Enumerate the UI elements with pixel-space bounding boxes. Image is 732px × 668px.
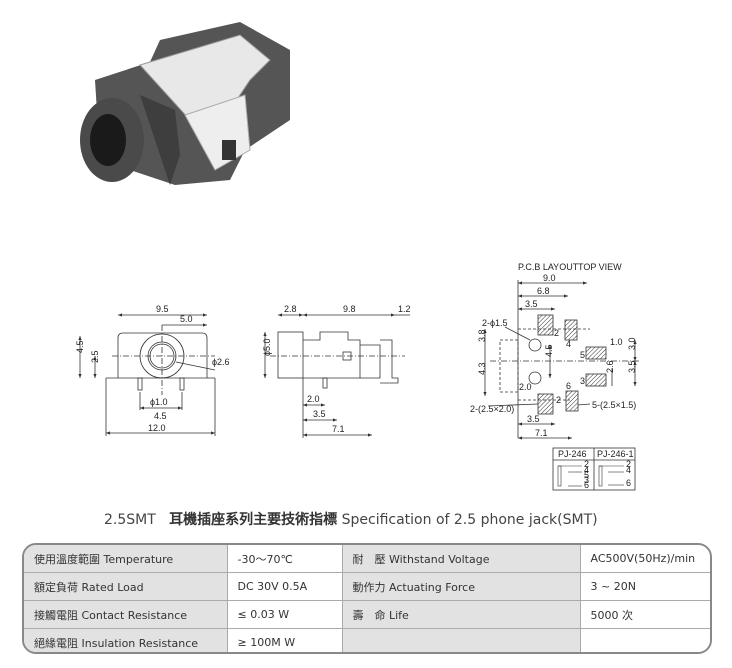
svg-text:5-(2.5×1.5): 5-(2.5×1.5): [592, 400, 636, 410]
svg-text:PJ-246: PJ-246: [558, 449, 587, 459]
table-row: 絕緣電阻 Insulation Resistance≥ 100M W: [24, 628, 710, 652]
svg-text:3: 3: [580, 376, 585, 386]
svg-text:ϕ2.6: ϕ2.6: [212, 357, 230, 367]
svg-text:TOP VIEW: TOP VIEW: [578, 262, 622, 272]
svg-text:5: 5: [580, 350, 585, 360]
front-view: [78, 313, 216, 436]
svg-text:5.0: 5.0: [180, 314, 193, 324]
pcb-pads: [537, 314, 607, 415]
svg-text:2.6: 2.6: [605, 360, 615, 373]
svg-text:4.5: 4.5: [75, 340, 85, 353]
svg-text:3.5: 3.5: [525, 299, 538, 309]
svg-text:3.5: 3.5: [627, 360, 637, 373]
svg-text:ϕ5.0: ϕ5.0: [262, 338, 272, 356]
svg-text:1.0: 1.0: [610, 337, 623, 347]
svg-text:9.8: 9.8: [343, 304, 356, 314]
pcb-layout: [483, 280, 640, 491]
spec-value: 3 ~ 20N: [579, 572, 710, 601]
svg-text:PJ-246-1: PJ-246-1: [597, 449, 634, 459]
svg-text:2.5: 2.5: [90, 350, 100, 363]
spec-value: -30～70℃: [226, 545, 343, 573]
spec-label: 耐 壓 Withstand Voltage: [341, 545, 581, 573]
product-photo: [80, 22, 290, 185]
svg-text:9.5: 9.5: [156, 304, 169, 314]
svg-text:6: 6: [566, 381, 571, 391]
svg-text:2.8: 2.8: [284, 304, 297, 314]
svg-text:2.0: 2.0: [519, 382, 532, 392]
svg-text:9.0: 9.0: [543, 273, 556, 283]
svg-text:4: 4: [626, 465, 631, 475]
svg-text:3.8: 3.8: [477, 329, 487, 342]
svg-text:7.1: 7.1: [332, 424, 345, 434]
spec-label: 壽 命 Life: [341, 600, 581, 629]
svg-text:6.8: 6.8: [537, 286, 550, 296]
svg-text:3.5: 3.5: [527, 414, 540, 424]
spec-value: [579, 628, 710, 652]
spec-value: DC 30V 0.5A: [226, 572, 343, 601]
svg-text:2.0: 2.0: [307, 394, 320, 404]
svg-text:4: 4: [584, 465, 589, 475]
svg-text:12.0: 12.0: [148, 423, 166, 433]
svg-text:2: 2: [554, 328, 559, 338]
svg-text:4.3: 4.3: [477, 362, 487, 375]
svg-text:3.5: 3.5: [313, 409, 326, 419]
svg-text:3: 3: [584, 475, 589, 485]
svg-text:6: 6: [584, 480, 589, 490]
spec-label: 絕緣電阻 Insulation Resistance: [24, 628, 228, 652]
side-dims: 2.8 9.8 1.2 ϕ5.0 2.0 3.5 7.1: [262, 304, 411, 434]
svg-text:4.5: 4.5: [154, 411, 167, 421]
drawings: 9.5 5.0 4.5 2.5 ϕ2.6 ϕ1.0 4.5 12.0 2.8 9.8 1…: [75, 22, 640, 491]
svg-text:2-ϕ1.5: 2-ϕ1.5: [482, 318, 508, 328]
svg-text:5: 5: [584, 470, 589, 480]
svg-text:2: 2: [626, 459, 631, 469]
spec-value: ≥ 100M W: [226, 628, 343, 652]
svg-text:2: 2: [556, 395, 561, 405]
front-dims: 9.5 5.0 4.5 2.5 ϕ2.6 ϕ1.0 4.5 12.0: [75, 304, 230, 433]
svg-text:6: 6: [626, 478, 631, 488]
svg-text:1.2: 1.2: [398, 304, 411, 314]
svg-text:ϕ1.0: ϕ1.0: [150, 397, 168, 407]
spec-label: 使用溫度範圍 Temperature: [24, 545, 228, 573]
spec-label: [341, 628, 581, 652]
spec-value: AC500V(50Hz)/min: [579, 545, 710, 573]
svg-text:2: 2: [584, 459, 589, 469]
spec-title: 2.5SMT 耳機插座系列主要技術指標 Specification of 2.5…: [104, 512, 598, 528]
svg-text:4: 4: [566, 339, 571, 349]
svg-text:3.0: 3.0: [627, 337, 637, 350]
svg-text:P.C.B LAYOUT: P.C.B LAYOUT: [518, 262, 579, 272]
side-view: [263, 313, 410, 438]
spec-value: 5000 次: [579, 600, 710, 629]
svg-text:7.1: 7.1: [535, 428, 548, 438]
spec-label: 接觸電阻 Contact Resistance: [24, 600, 228, 629]
spec-label: 額定負荷 Rated Load: [24, 572, 228, 601]
spec-value: ≤ 0.03 W: [226, 600, 343, 629]
svg-text:2-(2.5×2.0): 2-(2.5×2.0): [470, 404, 514, 414]
svg-text:4.5: 4.5: [544, 344, 554, 357]
spec-label: 動作力 Actuating Force: [341, 572, 581, 601]
